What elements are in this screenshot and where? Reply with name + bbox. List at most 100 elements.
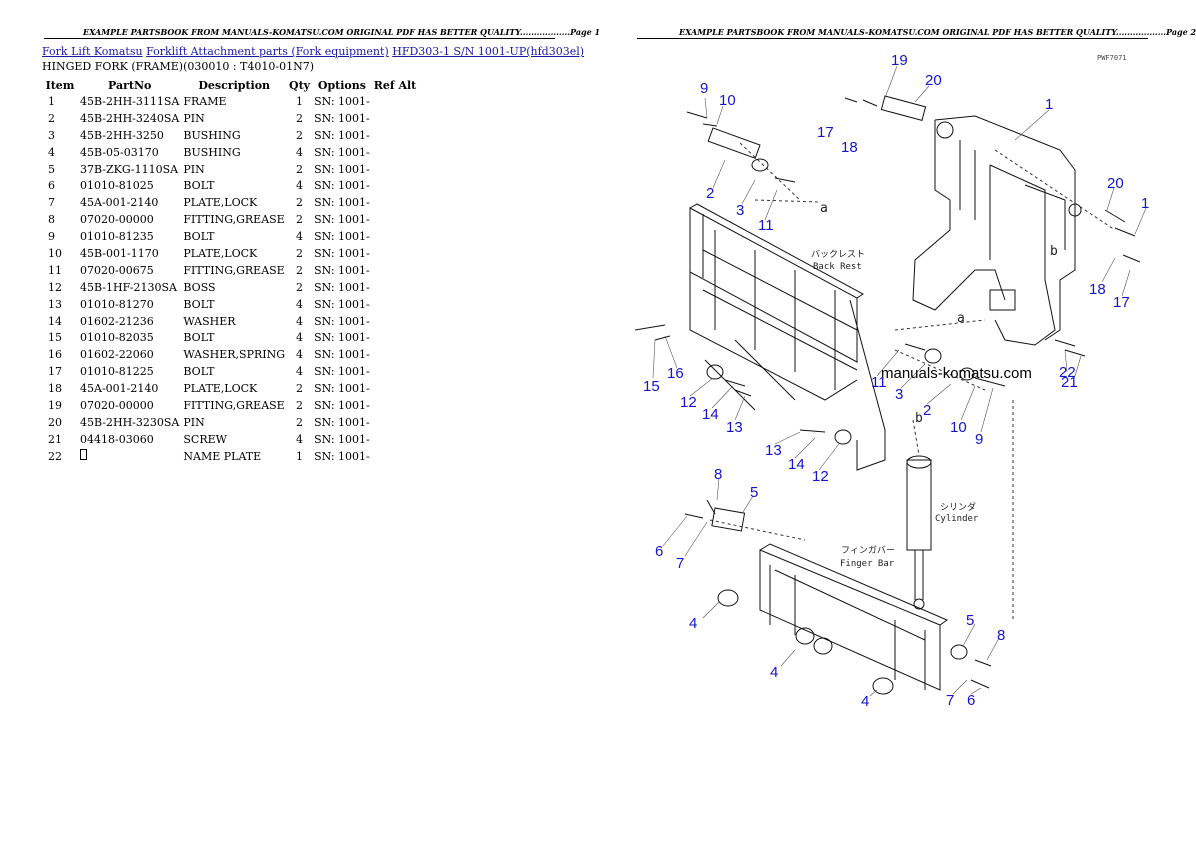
cell-ref-alt [372,144,419,161]
breadcrumb-link-model[interactable]: HFD303-1 S/N 1001-UP(hfd303el) [392,45,585,58]
cell-qty: 4 [296,297,304,311]
callout-14: 14 [702,406,719,423]
callout-10: 10 [950,419,967,436]
breadcrumb-link-fork-lift[interactable]: Fork Lift Komatsu [42,45,143,58]
cell-partno: 07020-00000 [80,398,154,412]
callout-19: 19 [891,52,908,69]
callout-17: 17 [817,124,834,141]
cell-description: PIN [183,415,205,429]
cell-item: 8 [48,213,55,227]
cell-item: 14 [48,314,62,328]
cell-description: WASHER [183,314,236,328]
cell-qty: 4 [296,230,304,244]
callout-11: 11 [871,374,887,391]
cell-ref-alt [372,211,419,228]
cell-options: SN: 1001- [314,128,370,142]
cell-description: BUSHING [183,145,241,159]
finger-bar-label-jp: フィンガバー [841,545,895,556]
cell-ref-alt [372,127,419,144]
cell-options: SN: 1001- [314,280,370,294]
callout-4: 4 [770,664,778,681]
exploded-parts-diagram: PWF7071 バックレスト Back Rest シリンダ Cylinder フ… [634,52,1149,710]
callout-21: 21 [1061,374,1078,391]
leader-lines [652,65,1147,697]
hardware-parts [634,95,1141,695]
cell-ref-alt [372,245,419,262]
cell-options: SN: 1001- [314,314,370,328]
callout-3: 3 [895,386,903,403]
callout-16: 16 [667,365,684,382]
cell-qty: 4 [296,331,304,345]
cell-qty: 1 [296,449,304,463]
callout-9: 9 [700,80,708,97]
cell-options: SN: 1001- [314,162,370,176]
cell-options: SN: 1001- [314,432,370,446]
cell-description: BOLT [183,230,215,244]
cell-description: PLATE,LOCK [183,246,258,260]
cell-ref-alt [372,110,419,127]
callout-12: 12 [680,394,697,411]
callout-10: 10 [719,92,736,109]
cell-item: 19 [48,398,62,412]
cell-ref-alt [372,380,419,397]
cell-ref-alt [372,161,419,178]
callout-7: 7 [676,555,684,572]
cell-partno: 45B-2HH-3250 [80,128,164,142]
callout-18: 18 [841,139,858,156]
back-rest-label-jp: バックレスト [811,249,865,260]
cell-ref-alt [372,194,419,211]
cell-item: 1 [48,94,55,108]
callout-20: 20 [1107,175,1124,192]
column-header-description: Description [198,78,271,92]
cell-qty: 2 [296,280,304,294]
cell-options: SN: 1001- [314,331,370,345]
cell-qty: 4 [296,432,304,446]
callout-11: 11 [758,217,774,234]
cell-qty: 4 [296,145,304,159]
cell-partno: 45B-05-03170 [80,145,159,159]
cell-qty: 2 [296,111,304,125]
cell-item: 15 [48,331,62,345]
cell-item: 17 [48,365,62,379]
cell-item: 10 [48,246,62,260]
cell-partno: 45A-001-2140 [80,382,159,396]
cell-partno: 45A-001-2140 [80,196,159,210]
callout-14: 14 [788,456,805,473]
cell-item: 11 [48,263,62,277]
cell-options: SN: 1001- [314,382,370,396]
cell-options: SN: 1001- [314,213,370,227]
cell-partno: 45B-2HH-3230SA [80,415,180,429]
breadcrumb-link-attachment[interactable]: Forklift Attachment parts (Fork equipmen… [146,45,389,58]
cell-item: 18 [48,382,62,396]
column-header-partno: PartNo [108,78,152,92]
cell-options: SN: 1001- [314,230,370,244]
cell-partno: 45B-2HH-3240SA [80,111,180,125]
cell-options: SN: 1001- [314,196,370,210]
cell-partno: 45B-2HH-3111SA [80,94,180,108]
cell-options: SN: 1001- [314,297,370,311]
cell-options: SN: 1001- [314,398,370,412]
cell-item: 5 [48,162,55,176]
cell-partno: 07020-00000 [80,213,154,227]
cell-item: 4 [48,145,55,159]
callout-1: 1 [1141,195,1149,212]
header-rule [637,38,1148,39]
cell-qty: 2 [296,246,304,260]
callout-8: 8 [714,466,722,483]
finger-bar-label: Finger Bar [840,559,895,569]
back-rest-frame [689,203,886,471]
cell-item: 20 [48,415,62,429]
cell-description: BOLT [183,297,215,311]
cell-ref-alt [372,296,419,313]
cell-partno: 01602-21236 [80,314,154,328]
